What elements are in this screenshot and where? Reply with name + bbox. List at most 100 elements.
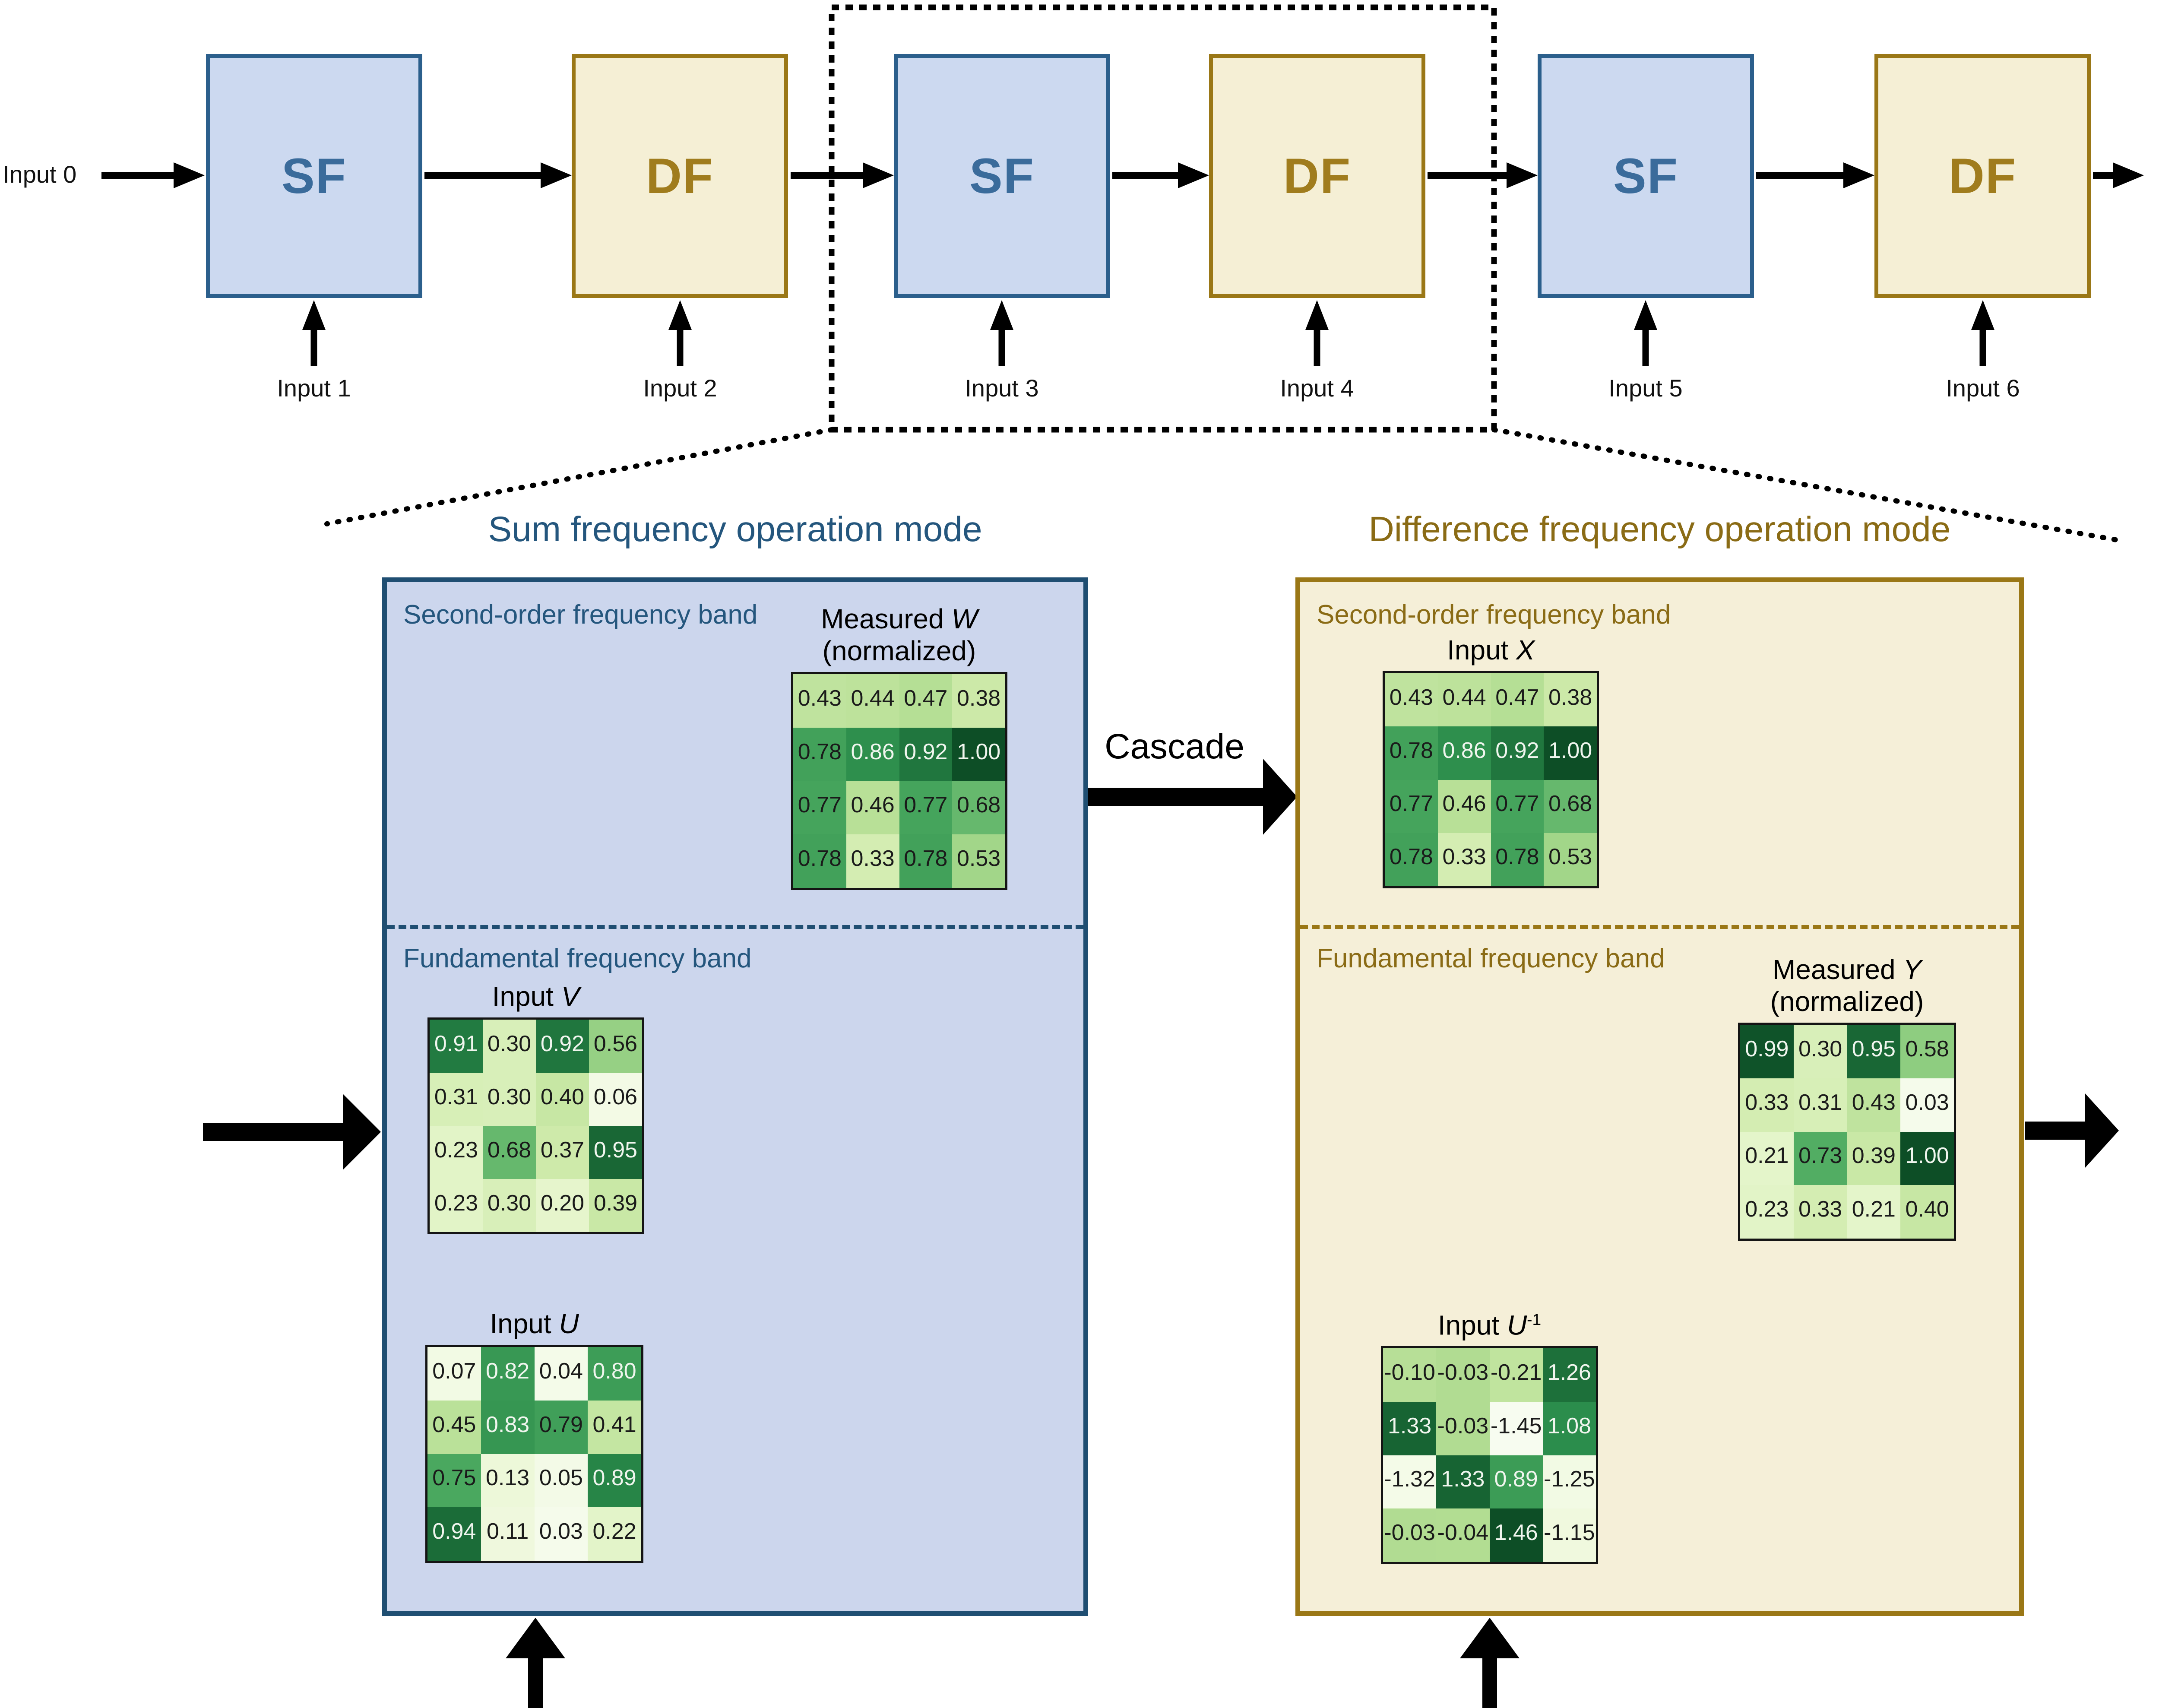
block-df-1: DF <box>572 54 788 298</box>
matrix-cell: -1.25 <box>1542 1455 1596 1509</box>
matrix-cell: 0.43 <box>1385 673 1438 727</box>
matrix-cell: 0.21 <box>1847 1185 1901 1239</box>
matrix-cell: 0.56 <box>589 1020 642 1073</box>
matrix-cell: 0.80 <box>588 1347 641 1401</box>
block-label: SF <box>969 148 1035 204</box>
matrix-cell: -1.15 <box>1542 1508 1596 1562</box>
block-label: DF <box>1283 148 1352 204</box>
matrix-cell: 0.92 <box>536 1020 589 1073</box>
matrix-cell: 0.95 <box>1847 1025 1901 1078</box>
input-label-1: Input 1 <box>277 374 351 402</box>
matrix-cell: 0.78 <box>793 727 846 781</box>
block-sf-2: SF <box>894 54 1110 298</box>
matrix-cell: 0.21 <box>1740 1131 1794 1185</box>
matrix-cell: 0.77 <box>899 781 953 835</box>
dotted-selection-box <box>829 4 1497 433</box>
matrix-cell: -1.45 <box>1489 1401 1543 1455</box>
panel-exit-arrow-icon <box>2025 1122 2085 1140</box>
matrix-cell: 0.33 <box>846 834 899 888</box>
flow-arrow-icons <box>101 162 2144 188</box>
block-label: DF <box>646 148 714 204</box>
matrix-cell: 0.45 <box>427 1400 481 1454</box>
matrix-cell: 0.78 <box>1491 833 1544 886</box>
matrix-cell: 0.23 <box>1740 1185 1794 1239</box>
block-sf-3: SF <box>1538 54 1754 298</box>
matrix-cell: 0.89 <box>588 1454 641 1508</box>
block-label: DF <box>1948 148 2017 204</box>
matrix-cell: 0.92 <box>899 727 953 781</box>
bottom-input-arrow-right-icon <box>1482 1658 1497 1708</box>
matrix-cell: 0.38 <box>1544 673 1597 727</box>
source-input-label: Input 0 <box>3 161 77 188</box>
matrix-cell: -0.03 <box>1383 1508 1437 1562</box>
matrix-cell: 0.39 <box>589 1179 642 1232</box>
sum-mode-title: Sum frequency operation mode <box>488 510 982 549</box>
matrix-cell: 0.20 <box>536 1179 589 1232</box>
band-divider <box>387 925 1083 929</box>
matrix-cell: 0.23 <box>430 1126 483 1179</box>
matrix-cell: 0.11 <box>481 1507 535 1561</box>
matrix-cell: 0.30 <box>483 1073 536 1126</box>
matrix-cell: 0.75 <box>427 1454 481 1508</box>
matrix-cell: 1.00 <box>1900 1131 1954 1185</box>
matrix-cell: 0.03 <box>1900 1078 1954 1132</box>
matrix-cell: 0.77 <box>793 781 846 835</box>
matrix-cell: 0.91 <box>430 1020 483 1073</box>
matrix-cell: -0.04 <box>1436 1508 1490 1562</box>
matrix-cell: -0.21 <box>1489 1348 1543 1402</box>
matrix-title: Input U <box>490 1308 579 1339</box>
band-label-fundamental: Fundamental frequency band <box>403 944 752 973</box>
diff-mode-title: Difference frequency operation mode <box>1368 510 1951 549</box>
matrix-title: Input X <box>1447 634 1535 665</box>
matrix-cell: -1.32 <box>1383 1455 1437 1509</box>
matrix-cell: 0.47 <box>899 674 953 728</box>
matrix-cell: 0.30 <box>1793 1025 1847 1078</box>
matrix-title: Input U-1 <box>1437 1309 1542 1340</box>
matrix-cell: 0.92 <box>1491 726 1544 780</box>
matrix-cell: 0.82 <box>481 1347 535 1401</box>
matrix-cell: 0.78 <box>793 834 846 888</box>
matrix-cell: 0.86 <box>1437 726 1491 780</box>
matrix-cell: 0.78 <box>1385 833 1438 886</box>
matrix-cell: 0.03 <box>534 1507 588 1561</box>
matrix-cell: 0.68 <box>952 781 1005 835</box>
matrix-cell: 0.33 <box>1740 1078 1794 1132</box>
matrix-title: Measured Y(normalized) <box>1770 954 1924 1017</box>
input-label-4: Input 4 <box>1280 374 1354 402</box>
matrix-cell: 1.26 <box>1542 1348 1596 1402</box>
thick-arrow-icons <box>203 759 2119 1708</box>
matrix-cell: 0.31 <box>430 1073 483 1126</box>
matrix-cell: -0.03 <box>1436 1401 1490 1455</box>
matrix-cell: 0.77 <box>1491 780 1544 833</box>
matrix-cell: -0.10 <box>1383 1348 1437 1402</box>
matrix-cell: 0.06 <box>589 1073 642 1126</box>
matrix-cell: 0.89 <box>1489 1455 1543 1509</box>
block-df-3: DF <box>1874 54 2091 298</box>
input-label-3: Input 3 <box>965 374 1039 402</box>
cascade-arrow-icon <box>1088 788 1263 806</box>
matrix-cell: 0.44 <box>1437 673 1491 727</box>
dotted-connector-left <box>324 427 834 526</box>
matrix-cell: 0.30 <box>483 1020 536 1073</box>
matrix-cell: 0.47 <box>1491 673 1544 727</box>
matrix-cell: 0.68 <box>1544 780 1597 833</box>
matrix-cell: 1.33 <box>1436 1455 1490 1509</box>
cascade-label: Cascade <box>1105 727 1244 766</box>
band-label-second-order: Second-order frequency band <box>403 600 758 630</box>
matrix-cell: 0.39 <box>1847 1131 1901 1185</box>
matrix-cell: 0.79 <box>534 1400 588 1454</box>
matrix-cell: 0.46 <box>846 781 899 835</box>
input-arrow-icons <box>302 300 1994 366</box>
matrix-cell: 1.00 <box>952 727 1005 781</box>
